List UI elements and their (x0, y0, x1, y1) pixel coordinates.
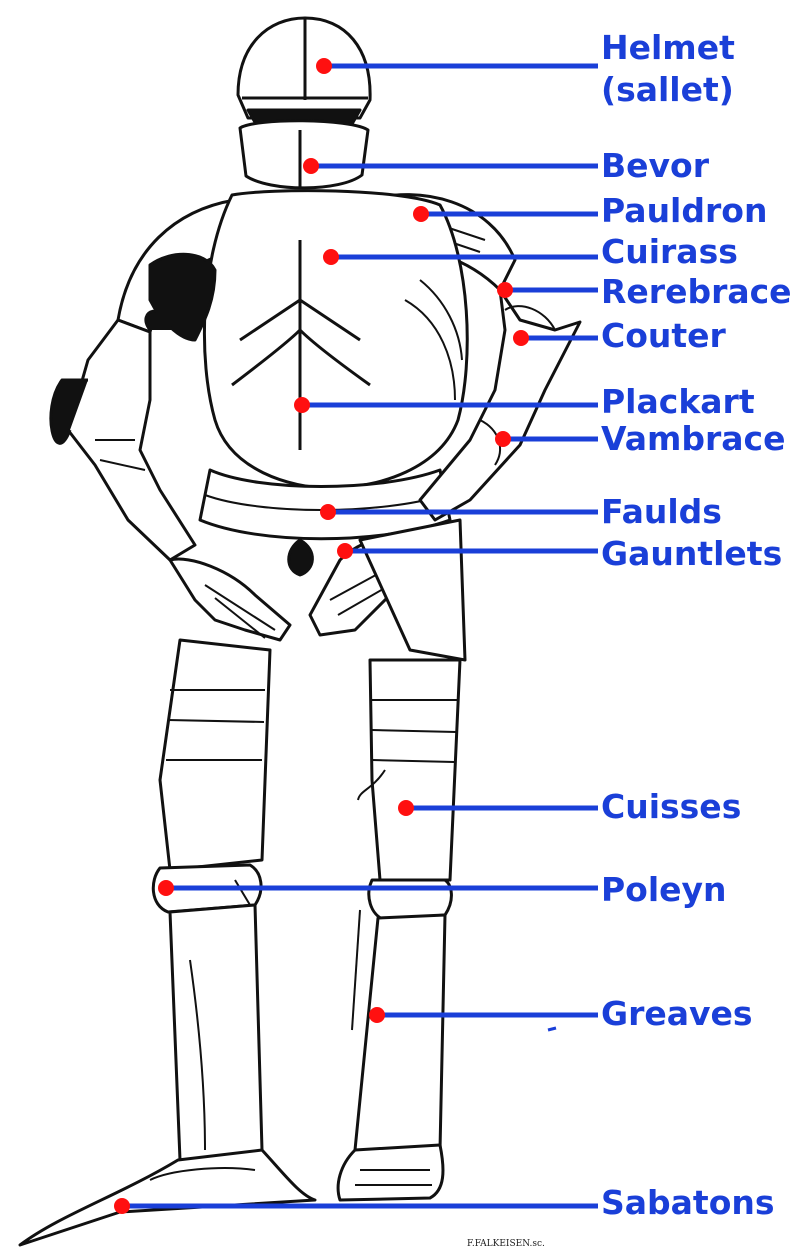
label-cuirass: Cuirass (601, 232, 738, 271)
label-pauldron: Pauldron (601, 191, 767, 230)
marker-dots (114, 58, 529, 1214)
label-greaves: Greaves (601, 994, 753, 1033)
label-cuisses: Cuisses (601, 787, 741, 826)
marker-rerebrace (497, 282, 513, 298)
label-poleyn: Poleyn (601, 870, 727, 909)
marker-cuisses (398, 800, 414, 816)
label-sabatons: Sabatons (601, 1183, 775, 1222)
label-couter: Couter (601, 316, 727, 355)
right-greave-shape (353, 913, 447, 1162)
label-gauntlets: Gauntlets (601, 534, 782, 573)
right-sabaton-shape (336, 1143, 445, 1202)
cuirass-shape (202, 189, 469, 490)
marker-plackart (294, 397, 310, 413)
left-sabaton-shape (18, 1148, 317, 1247)
marker-vambrace (495, 431, 511, 447)
marker-sabatons (114, 1198, 130, 1214)
armor-illustration (18, 16, 582, 1247)
left-greave-shape (168, 903, 264, 1170)
label-plackart: Plackart (601, 382, 755, 421)
bevor-shape (238, 119, 370, 190)
right-cuisse-shape (368, 658, 462, 882)
marker-gauntlets (337, 543, 353, 559)
part-labels: Helmet (sallet) Bevor Pauldron Cuirass R… (601, 28, 792, 1222)
marker-couter (513, 330, 529, 346)
label-bevor: Bevor (601, 146, 710, 185)
marker-bevor (303, 158, 319, 174)
label-vambrace: Vambrace (601, 419, 786, 458)
faulds-shape (198, 468, 452, 541)
marker-pauldron (413, 206, 429, 222)
marker-greaves (369, 1007, 385, 1023)
label-faulds: Faulds (601, 492, 722, 531)
marker-poleyn (158, 880, 174, 896)
marker-faulds (320, 504, 336, 520)
leader-lines (122, 63, 598, 1209)
marker-cuirass (323, 249, 339, 265)
label-rerebrace: Rerebrace (601, 272, 792, 311)
left-cuisse-shape (158, 638, 272, 872)
label-helmet: Helmet (601, 28, 735, 67)
label-helmet-sallet: (sallet) (601, 70, 734, 109)
marker-helmet (316, 58, 332, 74)
engraver-signature: F.FALKEISEN.sc. (467, 1239, 545, 1249)
